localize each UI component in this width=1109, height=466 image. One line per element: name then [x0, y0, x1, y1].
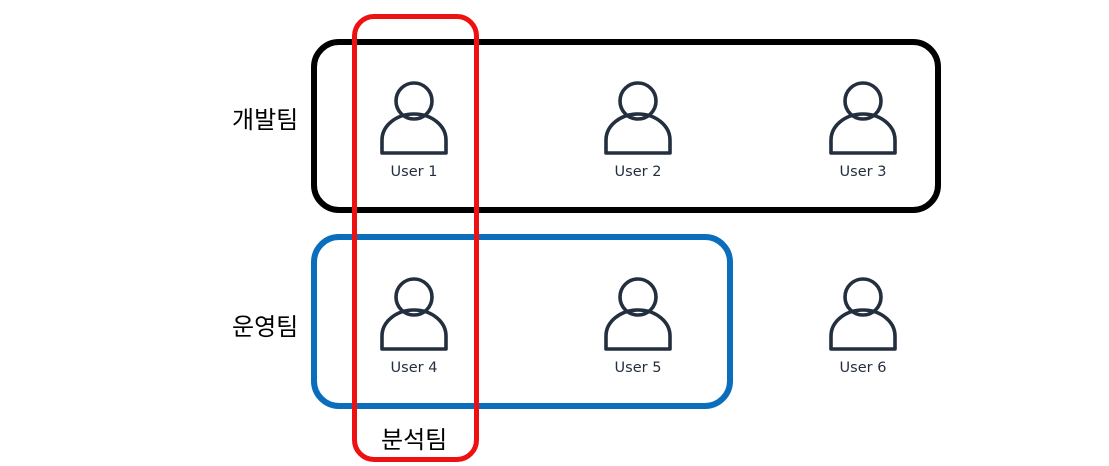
- user-node: User 1: [354, 80, 474, 180]
- user-name-label: User 5: [614, 360, 662, 376]
- user-name-label: User 4: [390, 360, 438, 376]
- user-icon: [604, 81, 672, 155]
- user-name-label: User 3: [839, 164, 887, 180]
- user-icon: [604, 277, 672, 351]
- user-icon: [380, 277, 448, 351]
- user-icon: [380, 81, 448, 155]
- analysis-team-label: 분석팀: [381, 426, 448, 454]
- user-node: User 5: [578, 276, 698, 376]
- user-node: User 6: [803, 276, 923, 376]
- user-name-label: User 6: [839, 360, 887, 376]
- user-node: User 3: [803, 80, 923, 180]
- user-name-label: User 2: [614, 164, 662, 180]
- user-icon: [829, 81, 897, 155]
- user-name-label: User 1: [390, 164, 438, 180]
- ops-team-group-box: [311, 234, 733, 409]
- dev-team-label: 개발팀: [232, 106, 299, 134]
- analysis-team-group-box: [352, 14, 479, 462]
- dev-team-group-box: [311, 39, 941, 213]
- user-icon: [829, 277, 897, 351]
- user-node: User 4: [354, 276, 474, 376]
- ops-team-label: 운영팀: [232, 313, 299, 341]
- user-node: User 2: [578, 80, 698, 180]
